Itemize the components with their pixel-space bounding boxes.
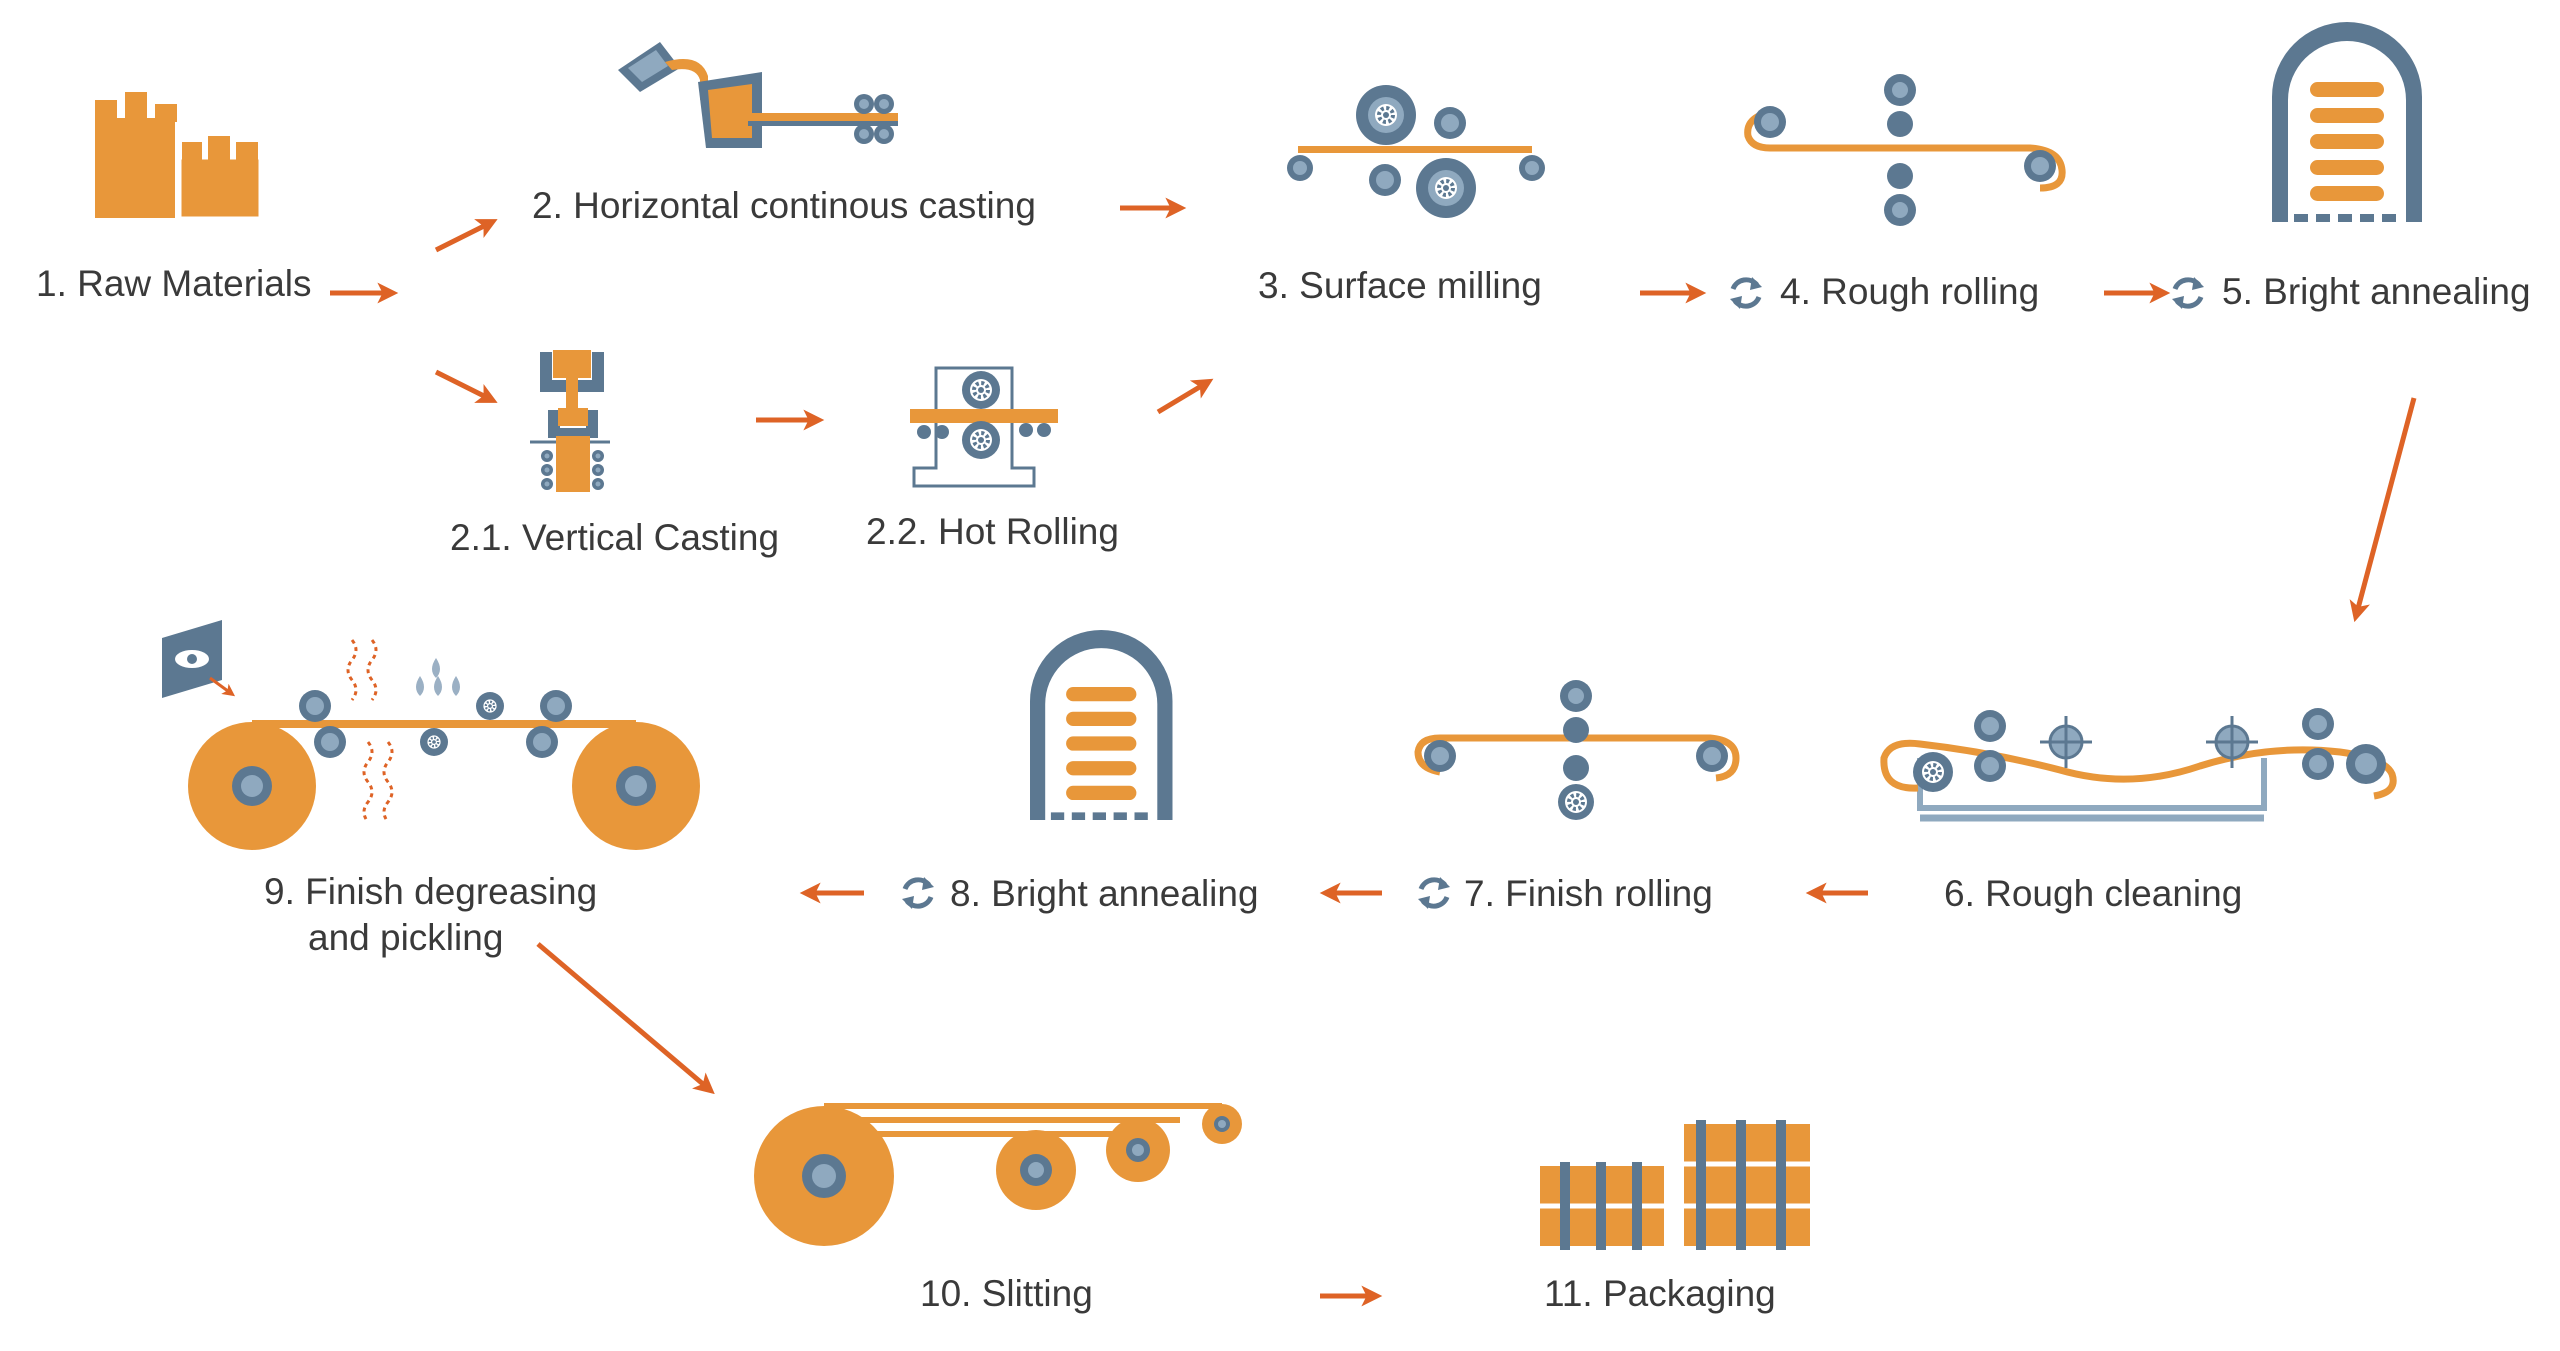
annealing-furnace-icon [2272,22,2422,222]
step-6-label: 6. Rough cleaning [1944,873,2242,914]
step-2-1-label: 2.1. Vertical Casting [450,517,779,558]
horizontal-casting-icon [618,42,898,148]
hot-rolling-icon [910,366,1058,488]
step-3-label: 3. Surface milling [1258,265,1542,306]
flow-arrow [434,219,498,253]
packaging-icon [1540,1120,1810,1250]
flow-arrow [434,369,498,403]
flow-arrow [2349,397,2417,623]
step-5-label: 5. Bright annealing [2222,271,2531,312]
vertical-casting-icon [530,350,610,492]
rough-cleaning-icon [1880,708,2397,822]
step-8-label: 8. Bright annealing [950,873,1259,914]
degreasing-pickling-icon [188,639,700,850]
flow-arrow [536,942,715,1095]
annealing-furnace-icon [1030,630,1173,820]
step-4-label: 4. Rough rolling [1780,271,2039,312]
step-11-label: 11. Packaging [1544,1273,1776,1314]
repeat-cycle-icon [1730,277,1762,309]
flow-arrow [1156,378,1214,415]
step-2-label: 2. Horizontal continous casting [532,185,1036,226]
step-2-2-label: 2.2. Hot Rolling [866,511,1119,552]
repeat-cycle-icon [902,877,934,909]
raw-materials-icon [95,92,262,220]
step-7-label: 7. Finish rolling [1464,873,1713,914]
slitting-icon [754,1103,1242,1246]
surface-milling-icon [1287,85,1545,218]
rough-rolling-icon [1744,74,2066,226]
step-1-label: 1. Raw Materials [36,263,312,304]
step-9-label-line-1: 9. Finish degreasing [264,871,597,912]
step-9-label-line-2: and pickling [308,917,503,958]
step-10-label: 10. Slitting [920,1273,1093,1314]
eye-inspection-icon [162,620,236,698]
repeat-cycle-icon [2172,277,2204,309]
repeat-cycle-icon [1418,877,1450,909]
finish-rolling-icon [1414,680,1740,820]
